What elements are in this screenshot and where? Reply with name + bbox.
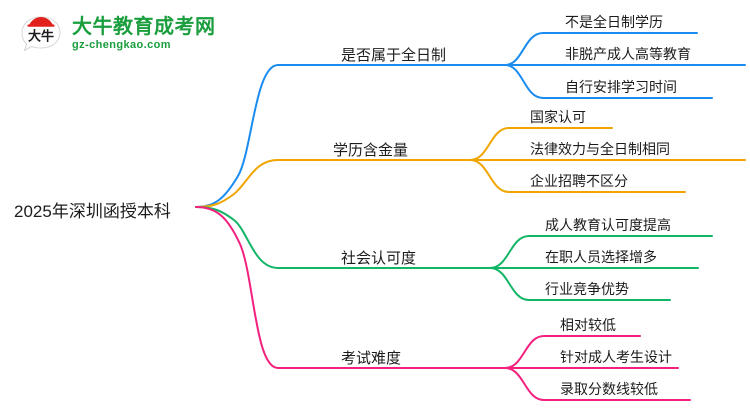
- branch-label-2[interactable]: 社会认可度: [341, 250, 417, 267]
- branch-label-1[interactable]: 学历含金量: [333, 142, 409, 159]
- connector-branch2-leaf2: [489, 267, 671, 301]
- logo-mark-icon: 大牛: [18, 13, 64, 55]
- connector-branch1-leaf2: [469, 159, 686, 193]
- branch-label-3[interactable]: 考试难度: [341, 350, 402, 367]
- root-node-label[interactable]: 2025年深圳函授本科: [14, 202, 171, 221]
- svg-text:大牛: 大牛: [28, 29, 54, 44]
- connector-branch0-leaf2: [504, 64, 713, 99]
- leaf-label-2-0[interactable]: 成人教育认可度提高: [545, 217, 671, 233]
- connector-branch3-leaf2: [504, 367, 691, 401]
- leaf-label-2-1[interactable]: 在职人员选择增多: [545, 249, 657, 265]
- leaf-label-0-1[interactable]: 非脱产成人高等教育: [565, 46, 691, 62]
- connector-branch2-leaf0: [489, 235, 713, 269]
- connector-root-branch-3: [195, 206, 506, 369]
- connector-branch0-leaf0: [504, 32, 698, 66]
- leaf-label-0-0[interactable]: 不是全日制学历: [565, 14, 663, 30]
- leaf-label-1-2[interactable]: 企业招聘不区分: [530, 173, 628, 189]
- leaf-label-3-0[interactable]: 相对较低: [560, 317, 616, 333]
- connector-branch3-leaf0: [504, 335, 641, 369]
- leaf-label-3-2[interactable]: 录取分数线较低: [560, 381, 658, 397]
- leaf-label-1-1[interactable]: 法律效力与全日制相同: [530, 141, 670, 157]
- leaf-label-1-0[interactable]: 国家认可: [530, 109, 586, 125]
- logo-text-block: 大牛教育成考网 gz-chengkao.com: [72, 17, 216, 51]
- leaf-label-2-2[interactable]: 行业竞争优势: [545, 281, 629, 297]
- logo-subtitle: gz-chengkao.com: [72, 39, 171, 51]
- connector-root-branch-0: [195, 64, 506, 208]
- site-logo: 大牛 大牛教育成考网 gz-chengkao.com: [18, 10, 218, 58]
- branch-label-0[interactable]: 是否属于全日制: [341, 47, 447, 64]
- leaf-label-3-1[interactable]: 针对成人考生设计: [560, 349, 672, 365]
- leaf-label-0-2[interactable]: 自行安排学习时间: [565, 79, 677, 95]
- logo-title: 大牛教育成考网: [72, 16, 216, 38]
- connector-root-branch-2: [195, 206, 491, 269]
- connector-root-branch-1: [195, 159, 471, 208]
- connector-branch1-leaf0: [469, 127, 613, 161]
